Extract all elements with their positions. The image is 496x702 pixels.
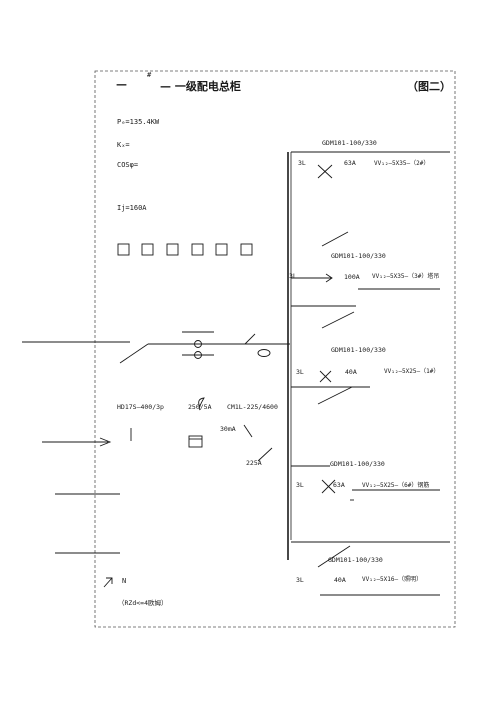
branch-1-cable: VV₁₂—5X35—（2#） <box>374 160 430 167</box>
branch-4-current: 63A <box>333 481 345 489</box>
figure-label: （图二） <box>407 80 451 93</box>
cos-value: COSφ= <box>117 161 139 169</box>
branch-3-cable: VV₁₂—5X25—（1#） <box>384 368 440 375</box>
branch-5-cabinet: GDM101-100/330 <box>328 556 383 564</box>
page-title: — 一级配电总柜 <box>160 80 241 93</box>
branch-2-cabinet: GDM101-100/330 <box>331 252 386 260</box>
leakage-rating: 30mA <box>220 425 236 433</box>
busbar <box>287 152 292 560</box>
branch-2-pole: 3L <box>289 272 297 280</box>
title-hash: # <box>147 71 152 79</box>
branch-2-current: 100A <box>344 273 360 281</box>
title-mark: — <box>116 78 127 91</box>
branch-1-pole: 3L <box>298 159 306 167</box>
branch-5-cable: VV₁₂—5X16—（照明） <box>362 576 423 583</box>
neutral-label: N <box>122 577 127 585</box>
power-value: Pₑ=135.4KW <box>117 118 160 126</box>
branch-4-cabinet: GDM101-100/330 <box>330 460 385 468</box>
branch-5-pole: 3L <box>296 576 304 584</box>
branch-3-current: 40A <box>345 368 357 376</box>
ground-resistance: （RZd<=4欧姆） <box>118 599 168 607</box>
branch-1-cabinet: GDM101-100/330 <box>322 139 377 147</box>
switch-rating: 225A <box>246 459 262 467</box>
branch-1-current: 63A <box>344 159 356 167</box>
incoming-lines <box>22 341 130 588</box>
branch-3-pole: 3L <box>296 368 304 376</box>
branch-2-cable: VV₁₂—5X35—（3#）塔吊 <box>372 273 440 280</box>
ct-ratio: 250/5A <box>188 403 212 411</box>
branch-4-cable: VV₁₂—5X25—（6#）钢筋 <box>362 482 430 489</box>
branch-4-pole: 3L <box>296 481 304 489</box>
dashed-frame <box>94 70 456 628</box>
branch-5-current: 40A <box>334 576 346 584</box>
current-value: Ij=160A <box>117 204 147 212</box>
branch-lines <box>291 151 450 596</box>
breaker-model: HD17S—400/3p <box>117 403 164 411</box>
branch-3-cabinet: GDM101-100/330 <box>331 346 386 354</box>
kx-value: Kₓ= <box>117 141 130 149</box>
main-switchgear <box>119 331 290 462</box>
meter-boxes <box>117 243 253 256</box>
switch-model: CM1L-225/4600 <box>227 403 278 411</box>
